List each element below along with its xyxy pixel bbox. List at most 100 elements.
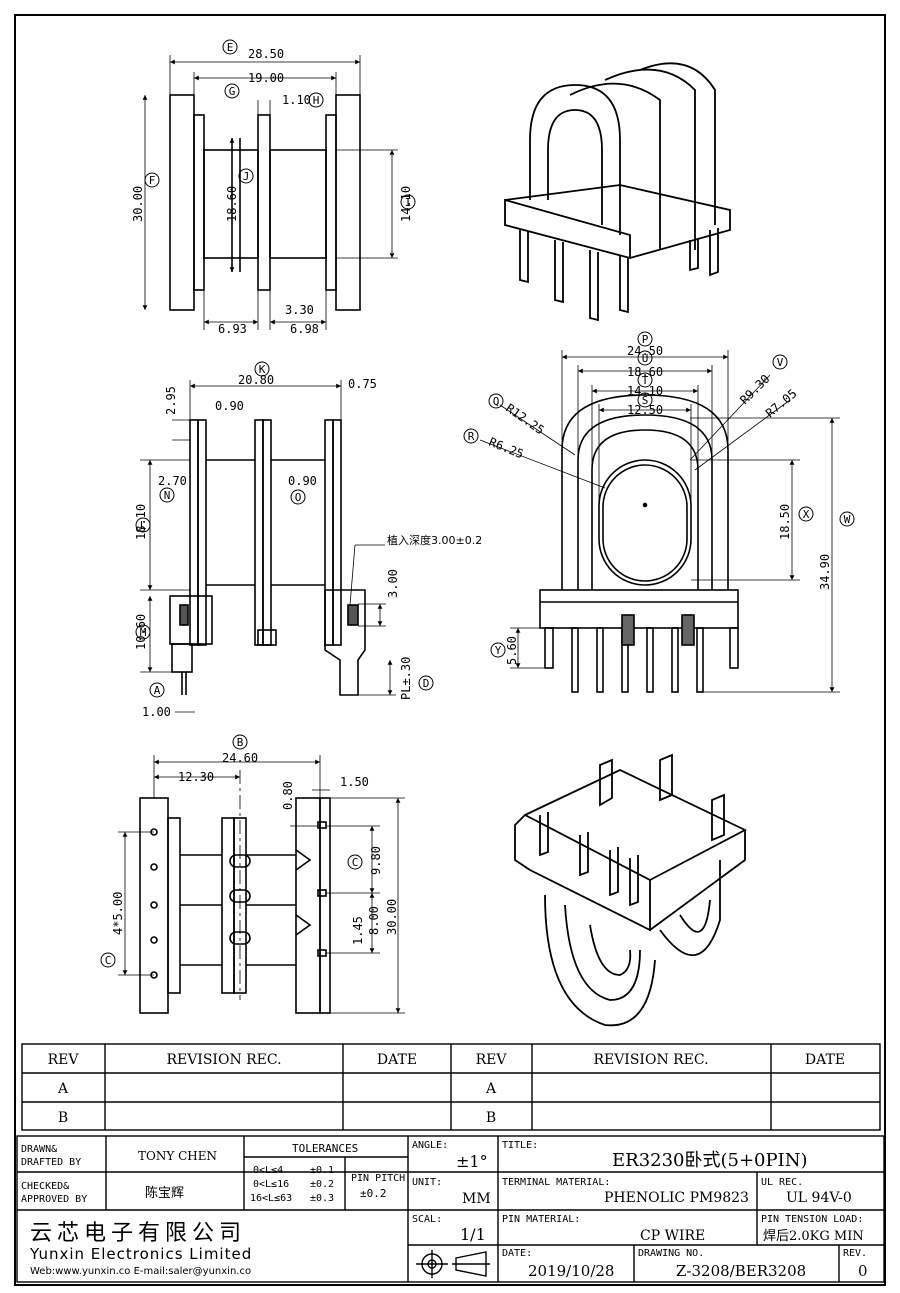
side-letter-5: M (140, 626, 147, 639)
front-dim-11: 5.60 (505, 636, 519, 665)
bottom-dim-1: 24.60 (222, 751, 258, 765)
top-letter-2: G (229, 85, 236, 98)
bottom-dim-5: 9.80 (369, 846, 383, 875)
rev-label: REV. (843, 1248, 867, 1259)
pin-pitch-value: ±0.2 (360, 1187, 387, 1200)
date-value: 2019/10/28 (528, 1262, 614, 1280)
checked-label-1: CHECKED& (21, 1181, 69, 1192)
side-dim-8: 10.60 (134, 614, 148, 650)
sheet-border (14, 14, 886, 1286)
top-letter-4: F (149, 174, 156, 187)
bottom-letter-3: C (105, 954, 112, 967)
rev-value: 0 (858, 1262, 868, 1280)
top-dim-5: 18.60 (225, 186, 239, 222)
front-letter-1: P (642, 333, 649, 346)
side-dim-1: 20.80 (238, 373, 274, 387)
top-dim-4: 30.00 (131, 186, 145, 222)
side-dim-9: 3.00 (386, 569, 400, 598)
rev-row-a-left: A (57, 1081, 69, 1097)
checked-value: 陈宝辉 (145, 1185, 184, 1201)
bottom-dim-7: 1.45 (351, 916, 365, 945)
side-pl: PL±.30 (399, 657, 413, 700)
drawn-label-2: DRAFTED BY (21, 1157, 81, 1168)
top-dim-8: 6.93 (218, 322, 247, 336)
angle-label: ANGLE: (412, 1140, 448, 1151)
top-dim-3: 1.10 (282, 93, 311, 107)
tol-value-2: ±0.2 (310, 1179, 334, 1190)
title-label: TITLE: (502, 1140, 538, 1151)
side-dim-3: 2.95 (164, 386, 178, 415)
rev-header-4: REV (476, 1052, 508, 1068)
date-label: DATE: (502, 1248, 532, 1259)
ul-value: UL 94V-0 (786, 1190, 852, 1206)
top-dim-2: 19.00 (248, 71, 284, 85)
top-dim-7: 3.30 (285, 303, 314, 317)
drawn-label-1: DRAWN& (21, 1144, 57, 1155)
top-view-dims (142, 55, 398, 330)
rev-row-b-right: B (486, 1110, 496, 1126)
front-view-dims (479, 350, 840, 693)
scal-label: SCAL: (412, 1214, 442, 1225)
bottom-dim-6: 4*5.00 (111, 892, 125, 935)
bottom-dim-3: 1.50 (340, 775, 369, 789)
front-letter-5: Q (493, 395, 500, 408)
bottom-dim-8: 8.00 (367, 906, 381, 935)
side-letter-6: A (154, 684, 161, 697)
company-name-en: Yunxin Electronics Limited (29, 1245, 252, 1263)
front-dim-6: R6.25 (487, 435, 526, 462)
bottom-dim-2: 12.30 (178, 770, 214, 784)
side-dim-7: 18.10 (134, 504, 148, 540)
unit-label: UNIT: (412, 1177, 442, 1188)
company-name-cn: 云芯电子有限公司 (30, 1221, 246, 1246)
rev-row-a-right: A (485, 1081, 497, 1097)
front-letter-3: T (642, 374, 649, 387)
tol-range-1: 0<L≤4 (253, 1165, 283, 1176)
side-dim-10: 1.00 (142, 705, 171, 719)
tension-value: 焊后2.0KG MIN (763, 1228, 864, 1244)
angle-value: ±1° (456, 1152, 488, 1171)
bottom-dim-9: 30.00 (385, 899, 399, 935)
unit-value: MM (462, 1191, 491, 1207)
side-view (169, 419, 366, 696)
side-letter-7: D (423, 677, 430, 690)
scal-value: 1/1 (460, 1225, 486, 1244)
top-view (169, 94, 361, 311)
terminal-label: TERMINAL MATERIAL: (502, 1177, 610, 1188)
front-dim-9: 18.50 (778, 504, 792, 540)
bottom-view-dims (118, 755, 405, 1014)
side-dim-4: 0.90 (215, 399, 244, 413)
rev-header-1: REV (48, 1052, 80, 1068)
pin-material-label: PIN MATERIAL: (502, 1214, 580, 1225)
title-value: ER3230卧式(5+0PIN) (612, 1150, 808, 1171)
pin-pitch-label: PIN PITCH (351, 1173, 405, 1184)
side-letter-2: N (164, 489, 171, 502)
bottom-view (139, 797, 331, 1014)
front-dim-8: R7.05 (763, 386, 800, 420)
front-letter-10: Y (495, 644, 502, 657)
front-dim-3: 14.10 (627, 384, 663, 398)
rev-row-b-left: B (58, 1110, 68, 1126)
side-note: 植入深度3.00±0.2 (387, 533, 482, 547)
top-letter-3: H (313, 94, 320, 107)
iso-view-top (504, 62, 731, 322)
drawing-no-value: Z-3208/BER3208 (676, 1262, 806, 1280)
side-letter-1: K (259, 363, 266, 376)
side-dim-5: 2.70 (158, 474, 187, 488)
tol-range-3: 16<L≤63 (250, 1193, 292, 1204)
drawing-no-label: DRAWING NO. (638, 1248, 704, 1259)
tolerances-label: TOLERANCES (292, 1142, 358, 1155)
front-letter-9: W (844, 513, 851, 526)
front-view (539, 394, 739, 693)
pin-material-value: CP WIRE (640, 1228, 705, 1244)
front-dim-4: 12.50 (627, 403, 663, 417)
title-block-lines (16, 1135, 885, 1283)
front-dim-7: R9.30 (737, 372, 772, 407)
front-letter-2: U (642, 352, 649, 365)
revision-table-lines (21, 1043, 881, 1131)
top-letter-6: I (405, 196, 412, 209)
bottom-letter-2: C (352, 856, 359, 869)
top-letter-5: J (243, 170, 250, 183)
front-dim-2: 18.60 (627, 365, 663, 379)
top-dim-1: 28.50 (248, 47, 284, 61)
